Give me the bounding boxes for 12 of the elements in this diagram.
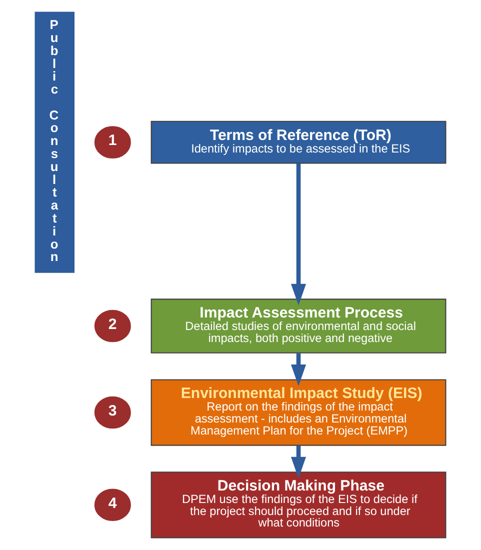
node-ellipse: 2 (92, 308, 134, 344)
node-ellipse: 4 (92, 486, 134, 524)
node-box: Environmental Impact Study (EIS) Report on the findings of the impact assessment - includes an Environmental Management Plan for the Project (EMPP) (150, 379, 446, 446)
node-ellipse: 3 (92, 394, 134, 431)
node-box: Impact Assessment Process Detailed studies of environmental and social impacts, both positive and negative (150, 298, 446, 354)
node-box: Public Consultation (34, 12, 75, 273)
node-box: Decision Making Phase DPEM use the findings of the EIS to decide if the project should proceed and if so under what conditions (150, 472, 446, 538)
node-ellipse: 1 (92, 124, 134, 161)
node-box: Terms of Reference (ToR) Identify impacts to be assessed in the EIS (150, 120, 446, 164)
arrow (290, 353, 306, 386)
arrow (290, 446, 306, 478)
arrow (290, 164, 306, 306)
